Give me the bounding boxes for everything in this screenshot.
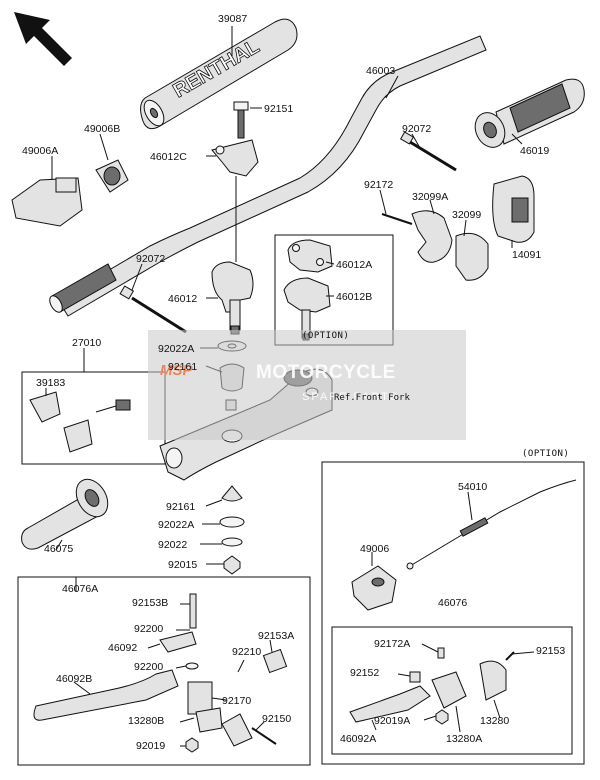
cable-tie-92072-mid	[119, 285, 187, 334]
clamp-top-46012C	[211, 101, 259, 177]
part-label-92072-top: 92072	[402, 123, 432, 135]
front-direction-arrow-icon	[14, 12, 72, 66]
part-label-46012: 46012	[168, 293, 198, 305]
part-label-92170: 92170	[222, 695, 252, 707]
part-label-32099A: 32099A	[412, 191, 449, 203]
part-label-39183: 39183	[36, 377, 66, 389]
part-label-92022: 92022	[158, 539, 188, 551]
washer-92022A-bottom	[219, 516, 245, 528]
brake-lever-box	[17, 576, 311, 766]
part-label-92072-mid: 92072	[136, 253, 166, 265]
part-label-46092B: 46092B	[56, 673, 93, 685]
throttle-housing	[381, 175, 535, 281]
part-label-92015: 92015	[168, 559, 198, 571]
part-label-92210: 92210	[232, 646, 262, 658]
clamp-lower-46012	[211, 176, 254, 335]
part-label-39087: 39087	[218, 13, 248, 25]
part-label-32099: 32099	[452, 209, 482, 221]
handlebar	[49, 35, 487, 317]
option-note-right: (OPTION)	[522, 449, 570, 459]
part-label-46075: 46075	[44, 543, 74, 555]
nut-92015	[223, 555, 241, 575]
part-label-92200-b: 92200	[134, 661, 164, 673]
part-label-54010: 54010	[458, 481, 488, 493]
grip-46075	[21, 478, 109, 550]
watermark-logo: MSP	[160, 362, 193, 379]
part-label-92019: 92019	[136, 740, 166, 752]
part-label-46076A: 46076A	[62, 583, 99, 595]
part-label-46012A: 46012A	[336, 259, 373, 271]
part-label-27010: 27010	[72, 337, 102, 349]
part-label-46076: 46076	[438, 597, 468, 609]
watermark-subtitle: SPARE PARTS	[302, 391, 400, 403]
part-label-46092A: 46092A	[340, 733, 377, 745]
part-label-13280A: 13280A	[446, 733, 483, 745]
part-label-92200-a: 92200	[134, 623, 164, 635]
washer-92022	[221, 537, 243, 547]
hot-start-49006	[351, 565, 397, 611]
part-label-46012B: 46012B	[336, 291, 373, 303]
part-label-46092: 46092	[108, 642, 138, 654]
part-label-92172A: 92172A	[374, 638, 411, 650]
part-label-92153: 92153	[536, 645, 566, 657]
part-label-92151: 92151	[264, 103, 294, 115]
part-label-49006: 49006	[360, 543, 390, 555]
collar-49006B	[95, 159, 129, 193]
part-label-46019: 46019	[520, 145, 550, 157]
brake-lever-assembly	[33, 593, 288, 753]
option-note-top: (OPTION)	[302, 331, 350, 341]
clutch-assembly	[349, 647, 515, 725]
clutch-cable-54010	[406, 479, 577, 570]
bushing-92161-bottom	[221, 485, 243, 502]
ref-front-fork-note: Ref.Front Fork	[334, 393, 410, 403]
part-label-92150: 92150	[262, 713, 292, 725]
part-label-49006B: 49006B	[84, 123, 121, 135]
part-label-13280B: 13280B	[128, 715, 165, 727]
part-label-92161-bottom: 92161	[166, 501, 196, 513]
part-label-92161-top: 92161	[168, 361, 198, 373]
part-label-46003: 46003	[366, 65, 396, 77]
cable-tie-92072-top	[399, 131, 457, 172]
part-label-92172: 92172	[364, 179, 394, 191]
part-label-14091: 14091	[512, 249, 542, 261]
part-label-92153A: 92153A	[258, 630, 295, 642]
clamp-46012A	[287, 239, 333, 273]
watermark-title: MOTORCYCLE	[256, 362, 396, 383]
part-label-92022A-bottom: 92022A	[158, 519, 195, 531]
part-label-92152: 92152	[350, 667, 380, 679]
part-label-92022A-top: 92022A	[158, 343, 195, 355]
part-label-49006A: 49006A	[22, 145, 59, 157]
part-label-92019A: 92019A	[374, 715, 411, 727]
option-box-clutch	[321, 461, 585, 765]
watermark-panel	[148, 330, 466, 440]
bracket-49006A	[11, 177, 83, 227]
clutch-assembly-box	[331, 626, 573, 755]
switch-39183	[29, 391, 131, 453]
part-label-92153B: 92153B	[132, 597, 169, 609]
part-label-46012C: 46012C	[150, 151, 187, 163]
throttle-grip-46019	[474, 78, 585, 148]
part-label-13280: 13280	[480, 715, 510, 727]
